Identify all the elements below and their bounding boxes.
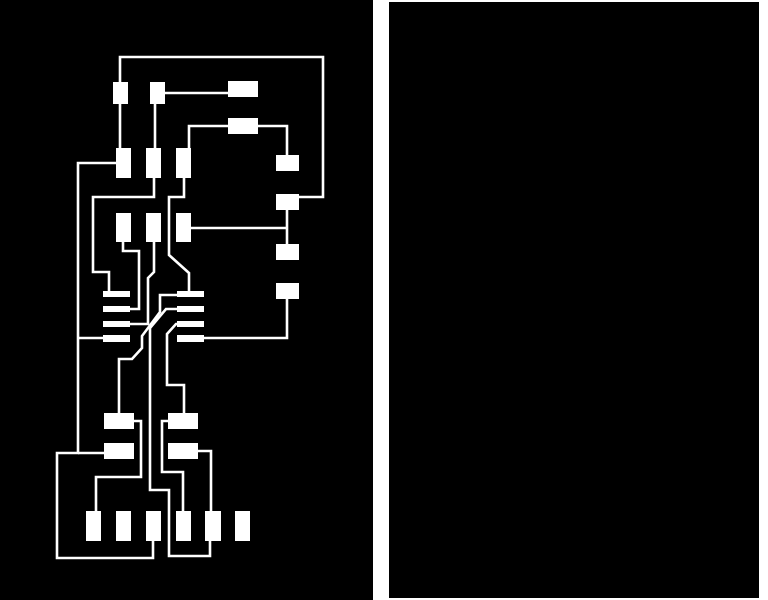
blank-layer-panel <box>389 2 759 598</box>
trace <box>94 419 143 511</box>
traces <box>55 55 325 560</box>
trace-top-loop <box>118 55 325 199</box>
soic-pad <box>103 335 130 342</box>
pad <box>276 194 299 210</box>
pads <box>86 81 299 541</box>
header-pad <box>235 511 250 541</box>
trace <box>258 124 289 156</box>
pad <box>116 213 131 242</box>
soic-pad <box>177 306 204 312</box>
header-pad <box>176 511 191 541</box>
pad <box>150 82 165 104</box>
trace <box>117 293 177 413</box>
pad <box>228 118 258 134</box>
soic-pad <box>103 291 130 297</box>
pcb-traces-svg <box>55 55 325 560</box>
pad <box>276 244 299 260</box>
pad <box>116 148 131 178</box>
pad <box>113 82 128 104</box>
trace <box>91 178 156 292</box>
pad <box>276 155 299 171</box>
pad <box>228 81 258 97</box>
pad <box>146 213 161 242</box>
pad <box>176 148 191 178</box>
trace <box>187 124 228 148</box>
pad <box>168 443 198 459</box>
header-pad <box>116 511 131 541</box>
trace <box>165 322 186 413</box>
header-pad <box>205 511 221 541</box>
soic-pad <box>103 306 130 312</box>
pad <box>168 413 198 429</box>
trace <box>160 419 185 511</box>
header-pad <box>86 511 101 541</box>
pad <box>276 283 299 299</box>
trace-ground-loop <box>55 161 155 560</box>
pad <box>176 213 191 242</box>
trace <box>167 178 191 292</box>
soic-pad <box>177 321 204 327</box>
pcb-layout-panel <box>0 0 373 600</box>
trace <box>148 307 212 558</box>
pad <box>146 148 161 178</box>
trace <box>130 242 156 326</box>
header-pad <box>146 511 161 541</box>
trace <box>198 449 213 511</box>
soic-pad <box>177 291 204 297</box>
pad <box>104 413 134 429</box>
trace <box>204 299 289 340</box>
pad <box>104 443 134 459</box>
soic-pad <box>177 335 204 342</box>
soic-pad <box>103 321 130 327</box>
trace <box>121 242 141 311</box>
